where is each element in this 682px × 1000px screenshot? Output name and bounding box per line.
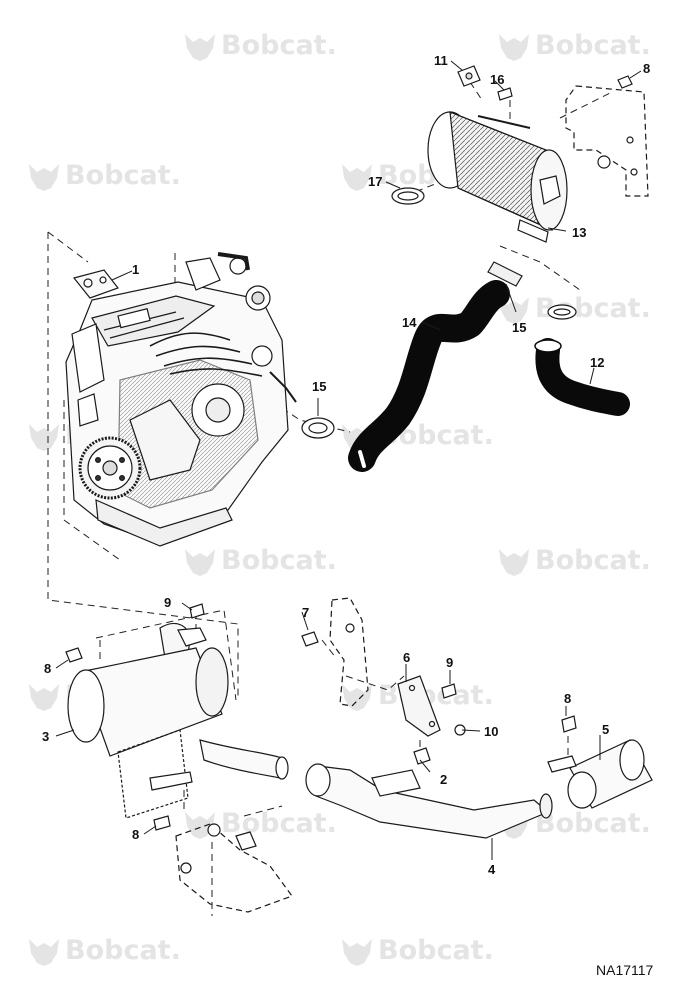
- clamp-17: [391, 187, 425, 205]
- callout-part-14: 14: [402, 315, 417, 330]
- callout-part-15-upper: 15: [512, 320, 527, 335]
- bobcat-head-icon: [29, 163, 59, 191]
- callout-part-17: 17: [368, 174, 383, 189]
- callout-part-7: 7: [302, 605, 310, 620]
- muffler-3: [67, 623, 289, 819]
- callout-part-11: 11: [434, 53, 448, 68]
- callout-part-1: 1: [132, 262, 140, 277]
- callout-part-9-muffler: 9: [164, 595, 172, 610]
- watermark-text: Bobcat.: [378, 935, 494, 966]
- bobcat-head-icon: [29, 683, 59, 711]
- bobcat-head-icon: [499, 548, 529, 576]
- watermark-text: Bobcat.: [535, 808, 651, 839]
- bobcat-head-icon: [185, 33, 215, 61]
- watermark-logo: Bobcat.: [27, 160, 181, 192]
- clamp-15-lower: [301, 417, 335, 439]
- watermark-logo: Bobcat.: [183, 30, 337, 62]
- mount-bracket-7: [329, 597, 369, 707]
- watermark-text: Bobcat.: [535, 30, 651, 61]
- clamp-15-upper: [487, 261, 577, 320]
- callout-part-2: 2: [440, 772, 448, 787]
- watermark-text: Bobcat.: [221, 808, 337, 839]
- leader-lines: [55, 60, 642, 860]
- air-cleaner-13: [427, 111, 568, 243]
- bobcat-head-icon: [29, 423, 59, 451]
- bobcat-head-icon: [499, 33, 529, 61]
- watermark-logo: Bobcat.: [340, 935, 494, 967]
- gasket-1: [72, 269, 119, 299]
- callout-part-12: 12: [590, 355, 605, 370]
- bobcat-head-icon: [499, 296, 529, 324]
- callout-part-8-outlet: 8: [564, 691, 572, 706]
- watermark-text: Bobcat.: [378, 680, 494, 711]
- hoses: [348, 280, 630, 472]
- bobcat-head-icon: [342, 163, 372, 191]
- bobcat-head-icon: [185, 548, 215, 576]
- callout-part-6: 6: [403, 650, 411, 665]
- callout-part-4: 4: [488, 862, 496, 877]
- callout-part-13: 13: [572, 225, 587, 240]
- outlet-pipe-5: [547, 739, 653, 809]
- watermark-text: Bobcat.: [65, 160, 181, 191]
- watermark-text: Bobcat.: [65, 935, 181, 966]
- watermark-logo: Bobcat.: [183, 808, 337, 840]
- tailpipe-4: [305, 763, 553, 839]
- watermark-logo: Bobcat.: [183, 545, 337, 577]
- watermark-text: Bobcat.: [221, 30, 337, 61]
- watermark-logo: Bobcat.: [497, 545, 651, 577]
- exhaust-parts: [65, 597, 653, 913]
- document-id: NA17117: [596, 962, 654, 978]
- watermark-text: Bobcat.: [221, 545, 337, 576]
- hose-12: [535, 338, 630, 416]
- callout-part-8-lower: 8: [132, 827, 140, 842]
- bracket-6: [397, 675, 441, 737]
- callout-part-10: 10: [484, 724, 499, 739]
- bobcat-head-icon: [342, 683, 372, 711]
- bobcat-head-icon: [185, 811, 215, 839]
- mounting-bracket: [565, 85, 649, 197]
- watermark-text: Bobcat.: [535, 545, 651, 576]
- callout-part-5: 5: [602, 722, 610, 737]
- flywheel: [78, 436, 142, 500]
- callout-part-16: 16: [490, 72, 505, 87]
- engine-assembly: [65, 252, 297, 547]
- callout-part-15-lower: 15: [312, 379, 327, 394]
- callout-part-8-muffler: 8: [44, 661, 52, 676]
- bobcat-head-icon: [342, 938, 372, 966]
- callout-part-3: 3: [42, 729, 50, 744]
- bobcat-head-icon: [29, 938, 59, 966]
- watermark-logo: Bobcat.: [497, 30, 651, 62]
- hose-14: [348, 280, 510, 472]
- callout-part-8-top: 8: [643, 61, 651, 76]
- watermark-logo: Bobcat.: [340, 680, 494, 712]
- watermark-logo: Bobcat.: [27, 935, 181, 967]
- callout-part-9-bracket: 9: [446, 655, 454, 670]
- exhaust-dashes: [95, 609, 569, 916]
